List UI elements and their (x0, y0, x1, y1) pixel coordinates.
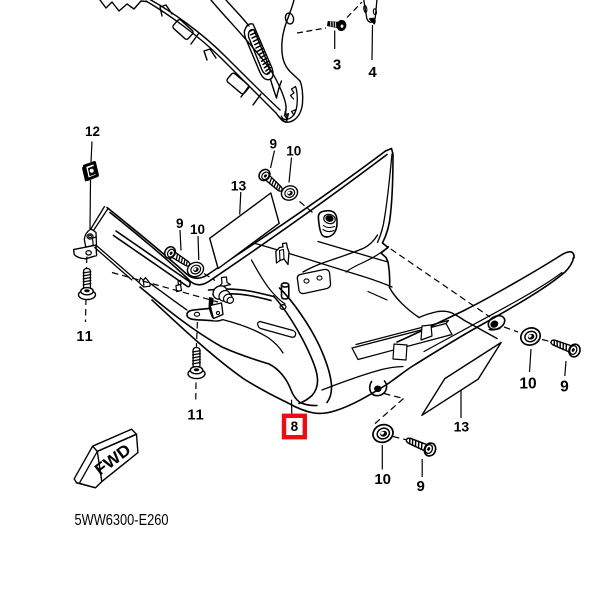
svg-text:11: 11 (187, 408, 204, 424)
svg-text:11: 11 (76, 329, 93, 345)
svg-text:10: 10 (286, 144, 301, 159)
svg-text:12: 12 (85, 124, 100, 139)
svg-text:10: 10 (190, 222, 205, 237)
svg-text:9: 9 (270, 137, 278, 152)
svg-text:13: 13 (454, 418, 470, 434)
svg-text:9: 9 (560, 379, 569, 396)
svg-text:4: 4 (368, 64, 377, 81)
svg-text:10: 10 (519, 376, 536, 393)
svg-text:13: 13 (231, 178, 247, 194)
svg-text:10: 10 (374, 471, 391, 488)
svg-text:9: 9 (417, 478, 425, 495)
svg-text:5WW6300-E260: 5WW6300-E260 (75, 512, 169, 529)
svg-text:8: 8 (291, 419, 299, 434)
svg-text:9: 9 (176, 216, 184, 231)
svg-text:3: 3 (333, 57, 341, 74)
